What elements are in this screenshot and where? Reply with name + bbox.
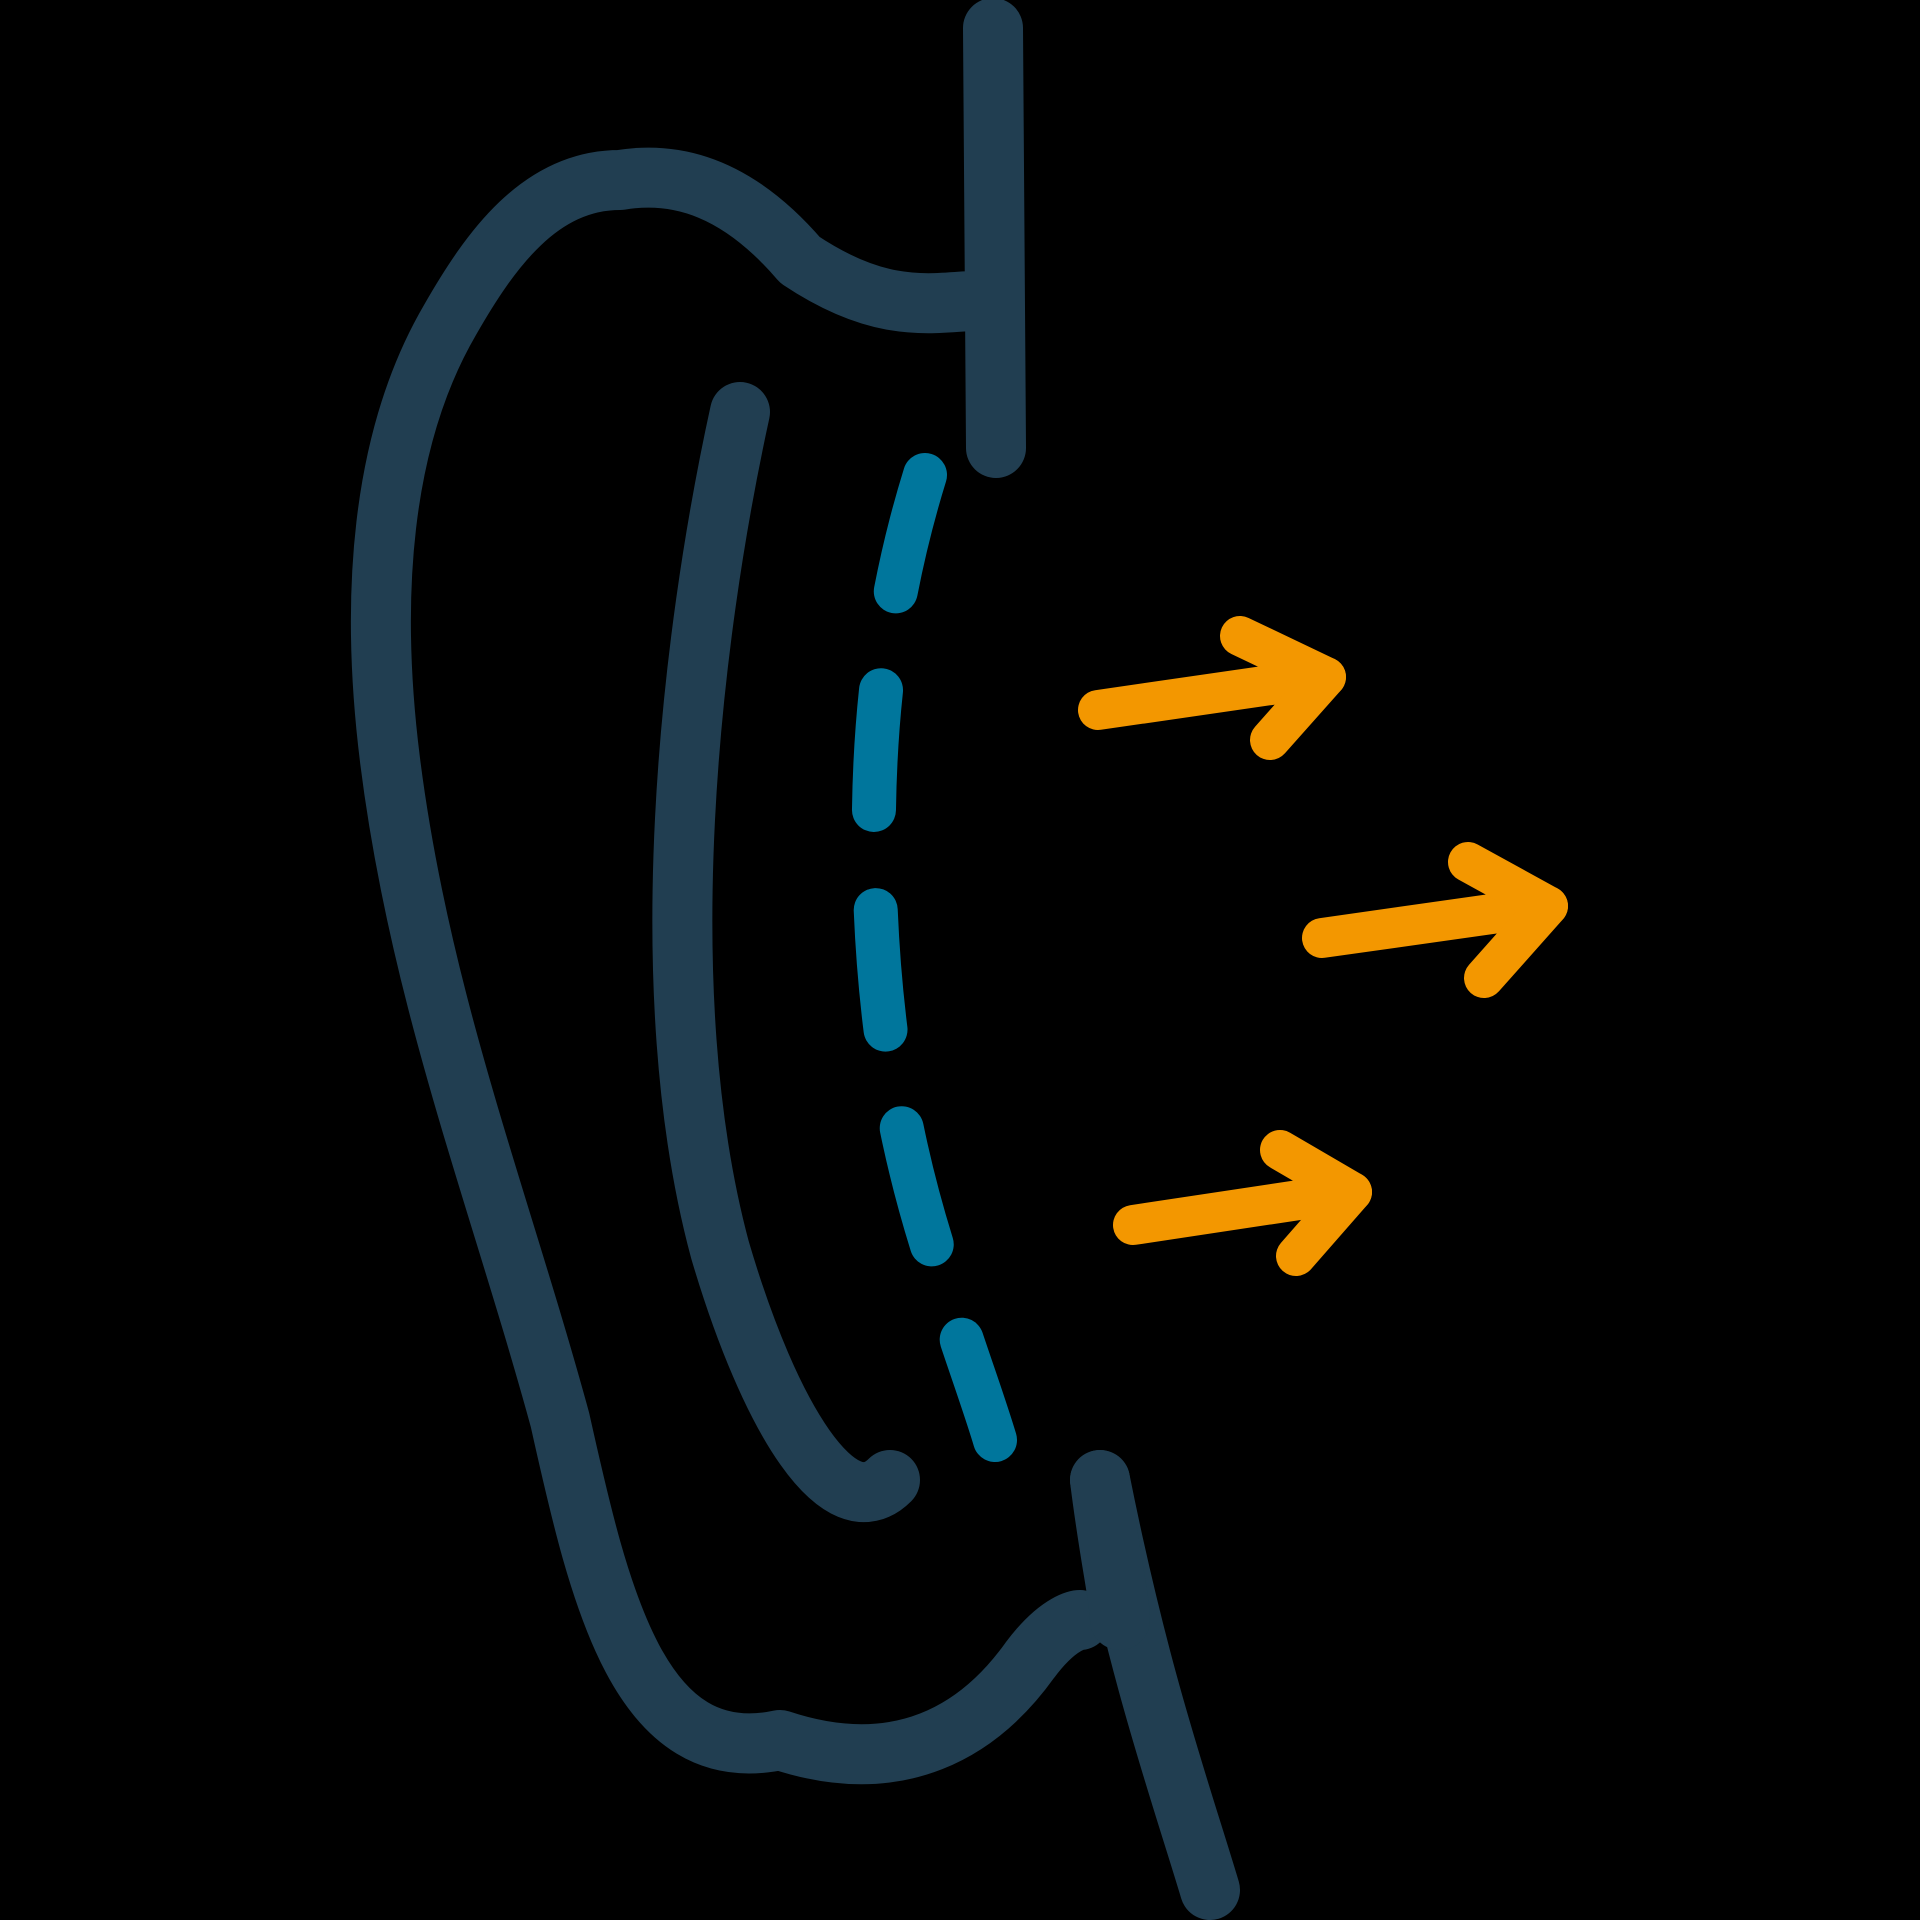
dashed-canal-line <box>851 453 1017 1462</box>
sound-arrow-top <box>1078 616 1346 760</box>
sound-arrow-bottom <box>1113 1130 1372 1276</box>
outer-ear-outline <box>350 0 1240 1920</box>
lower-jaw-line <box>1070 1450 1150 1650</box>
inner-helix-curve <box>652 382 920 1522</box>
ear-outline-group <box>350 0 1240 1920</box>
sound-arrow-middle <box>1302 842 1568 998</box>
